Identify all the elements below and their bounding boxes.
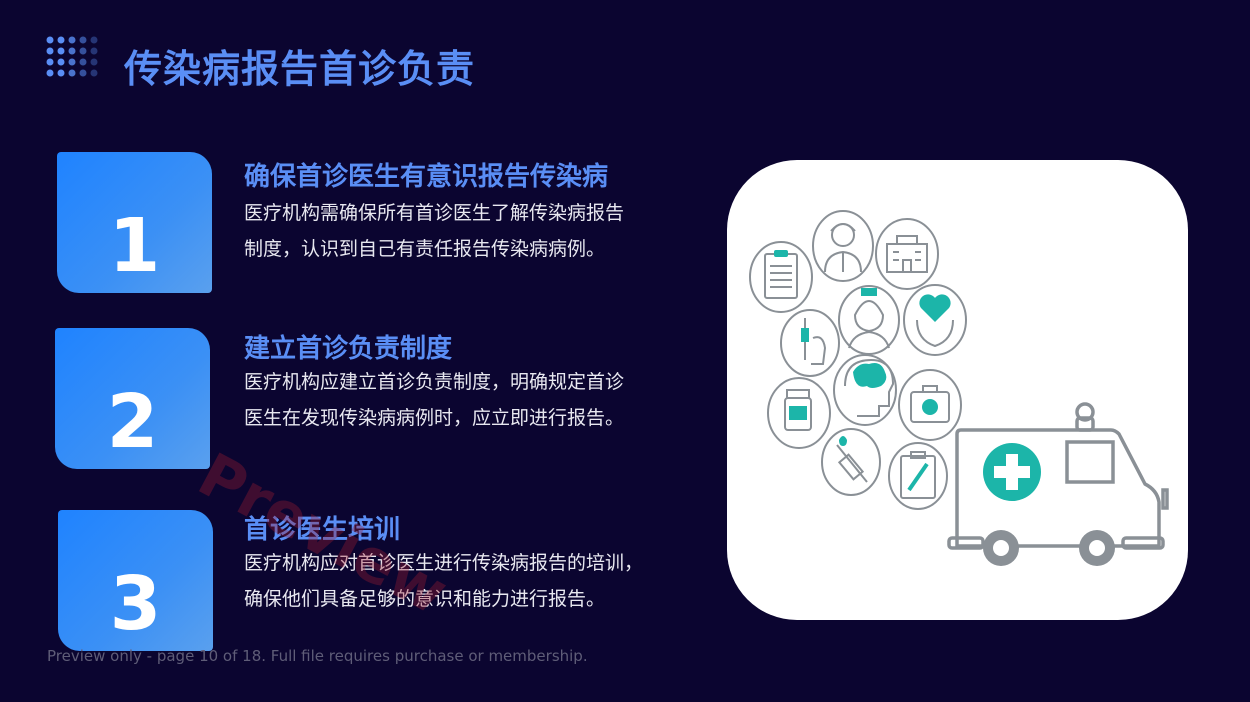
medicine-bottle-icon [767, 377, 831, 449]
item-desc-line: 医生在发现传染病病例时，应立即进行报告。 [244, 407, 625, 429]
item-desc-2: 医疗机构应建立首诊负责制度，明确规定首诊 医生在发现传染病病例时，应立即进行报告… [244, 364, 664, 436]
xray-icon [888, 442, 948, 510]
first-aid-kit-icon [898, 369, 962, 441]
item-desc-line: 医疗机构需确保所有首诊医生了解传染病报告 [244, 202, 625, 224]
page-title: 传染病报告首诊负责 [124, 47, 476, 91]
item-title-3: 首诊医生培训 [244, 515, 401, 545]
medical-illustration [749, 210, 1169, 566]
clipboard-icon [749, 241, 813, 313]
nurse-icon [838, 285, 900, 355]
item-title-1: 确保首诊医生有意识报告传染病 [244, 162, 609, 192]
syringe-hand-icon [780, 309, 840, 377]
item-desc-1: 医疗机构需确保所有首诊医生了解传染病报告 制度，认识到自己有责任报告传染病病例。 [244, 195, 664, 267]
number-box-3: 3 [58, 510, 213, 651]
heart-hands-icon [903, 284, 967, 356]
footer-notice: Preview only - page 10 of 18. Full file … [47, 647, 588, 665]
number-box-2: 2 [55, 328, 210, 469]
item-title-2: 建立首诊负责制度 [244, 334, 453, 364]
item-desc-3: 医疗机构应对首诊医生进行传染病报告的培训， 确保他们具备足够的意识和能力进行报告… [244, 545, 674, 617]
item-desc-line: 医疗机构应对首诊医生进行传染病报告的培训， [244, 552, 644, 574]
item-desc-line: 制度，认识到自己有责任报告传染病病例。 [244, 238, 606, 260]
hospital-building-icon [875, 218, 939, 290]
doctor-icon [812, 210, 874, 282]
brain-head-icon [833, 354, 897, 426]
item-desc-line: 确保他们具备足够的意识和能力进行报告。 [244, 588, 606, 610]
injection-icon [821, 428, 881, 496]
item-desc-line: 医疗机构应建立首诊负责制度，明确规定首诊 [244, 371, 625, 393]
ambulance-icon [947, 402, 1169, 566]
number-box-1: 1 [57, 152, 212, 293]
dot-grid-icon [46, 36, 98, 77]
illustration-card [727, 160, 1188, 620]
